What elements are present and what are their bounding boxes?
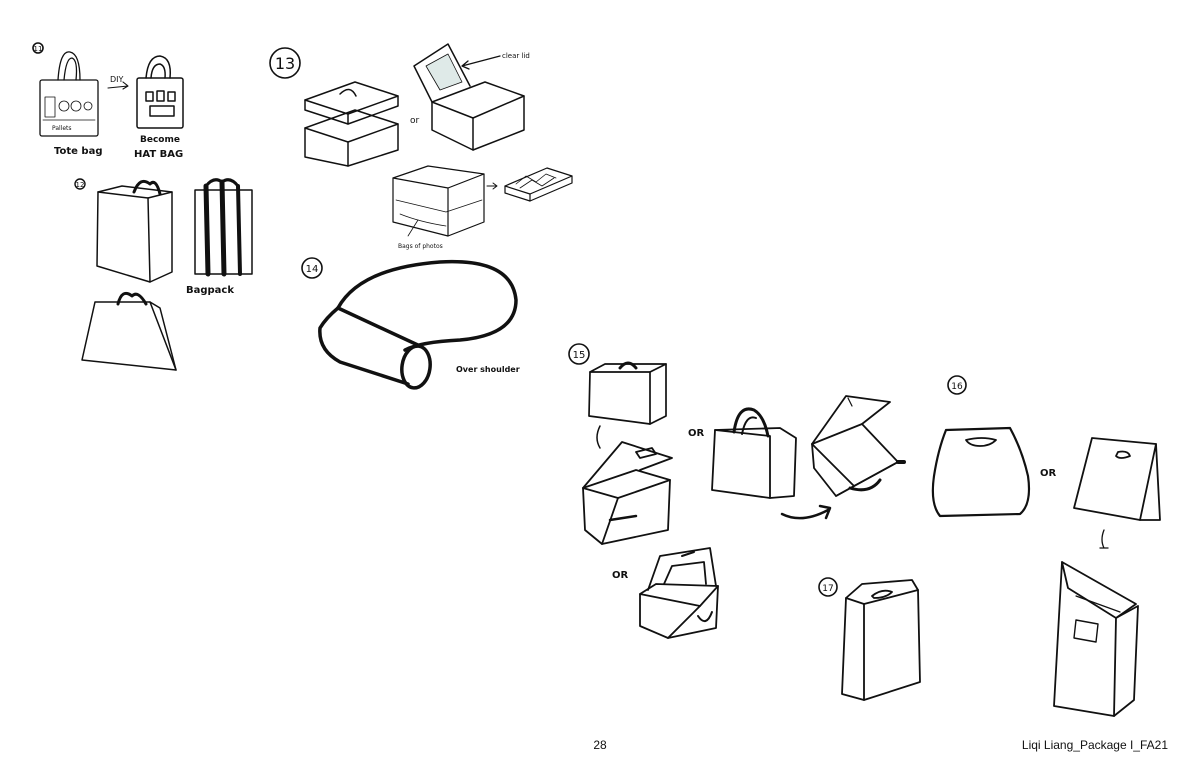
open-flap-box-sketch — [811, 395, 906, 497]
concept-11-number-circle — [32, 42, 44, 54]
or-label-15a: OR — [688, 428, 705, 439]
bags-of-photos-label: Bags of photos — [398, 243, 443, 250]
diy-arrow — [107, 81, 129, 90]
concept-17-number-circle — [818, 577, 838, 597]
concept-16: 16 OR — [931, 375, 1161, 717]
box-bag-sketch — [96, 179, 173, 283]
concept-17: 17 — [818, 577, 921, 701]
concept-14: 14 Over shoulder — [301, 257, 520, 390]
down-arrow-15 — [596, 425, 601, 449]
hat-bag-label: HAT BAG — [134, 149, 183, 160]
concept-12: 12 Bagpack — [74, 178, 253, 371]
concept-16-number: 16 — [951, 382, 963, 392]
lid-box-sketch — [304, 81, 399, 167]
clear-lid-label: clear lid — [502, 52, 530, 60]
concept-11: 11 Pallets DIY Tote bag Become HAT BAG — [32, 42, 184, 160]
concept-16-number-circle — [947, 375, 967, 395]
concept-13-number-circle — [269, 47, 301, 79]
tote-bag-label: Tote bag — [54, 146, 102, 157]
over-shoulder-label: Over shoulder — [456, 365, 520, 374]
become-label: Become — [140, 135, 180, 145]
tube-bag-sketch — [318, 259, 518, 390]
curved-arrow-15 — [780, 504, 832, 520]
gable-box-sketch — [841, 579, 921, 701]
photo-tray-sketch — [504, 167, 573, 202]
concept-13: 13 or clear lid Bags of — [269, 43, 573, 250]
bagpack-sketch — [194, 178, 253, 277]
concept-14-number: 14 — [306, 264, 319, 275]
tent-bag-sketch — [1073, 437, 1161, 521]
concept-15: 15 OR — [568, 343, 906, 639]
or-label-16: OR — [1040, 468, 1057, 479]
clear-lid-arrow — [461, 55, 501, 70]
tall-handle-bag-sketch — [711, 407, 797, 499]
concept-11-number: 11 — [34, 45, 43, 53]
window-box-sketch — [639, 547, 719, 639]
clear-lid-box-sketch — [413, 43, 525, 151]
or-label-15b: OR — [612, 570, 629, 581]
concept-13-number: 13 — [275, 54, 295, 73]
hat-bag-sketch — [136, 55, 184, 129]
concept-17-number: 17 — [822, 584, 833, 594]
trapezoid-bag-sketch — [81, 291, 177, 371]
concept-15-number: 15 — [573, 350, 586, 361]
page-number: 28 — [593, 738, 607, 752]
concept-12-number-circle — [74, 178, 86, 190]
drawer-arrow — [486, 182, 498, 190]
drawer-box-sketch — [582, 441, 673, 545]
concept-14-number-circle — [301, 257, 323, 279]
round-tote-sketch — [931, 426, 1031, 518]
down-arrow-16 — [1099, 529, 1109, 549]
or-label-13: or — [410, 116, 420, 126]
concept-12-number: 12 — [76, 181, 85, 189]
tote-bag-sketch: Pallets — [39, 51, 99, 137]
concept-15-number-circle — [568, 343, 590, 365]
flap-bag-sketch — [1053, 561, 1139, 717]
bagpack-label: Bagpack — [186, 285, 234, 296]
footer-credit: Liqi Liang_Package I_FA21 — [1021, 738, 1168, 752]
clear-drawer-box-sketch — [392, 165, 485, 237]
diy-label: DIY — [110, 75, 124, 84]
handle-box-sketch — [588, 361, 667, 425]
svg-text:Pallets: Pallets — [52, 125, 72, 132]
